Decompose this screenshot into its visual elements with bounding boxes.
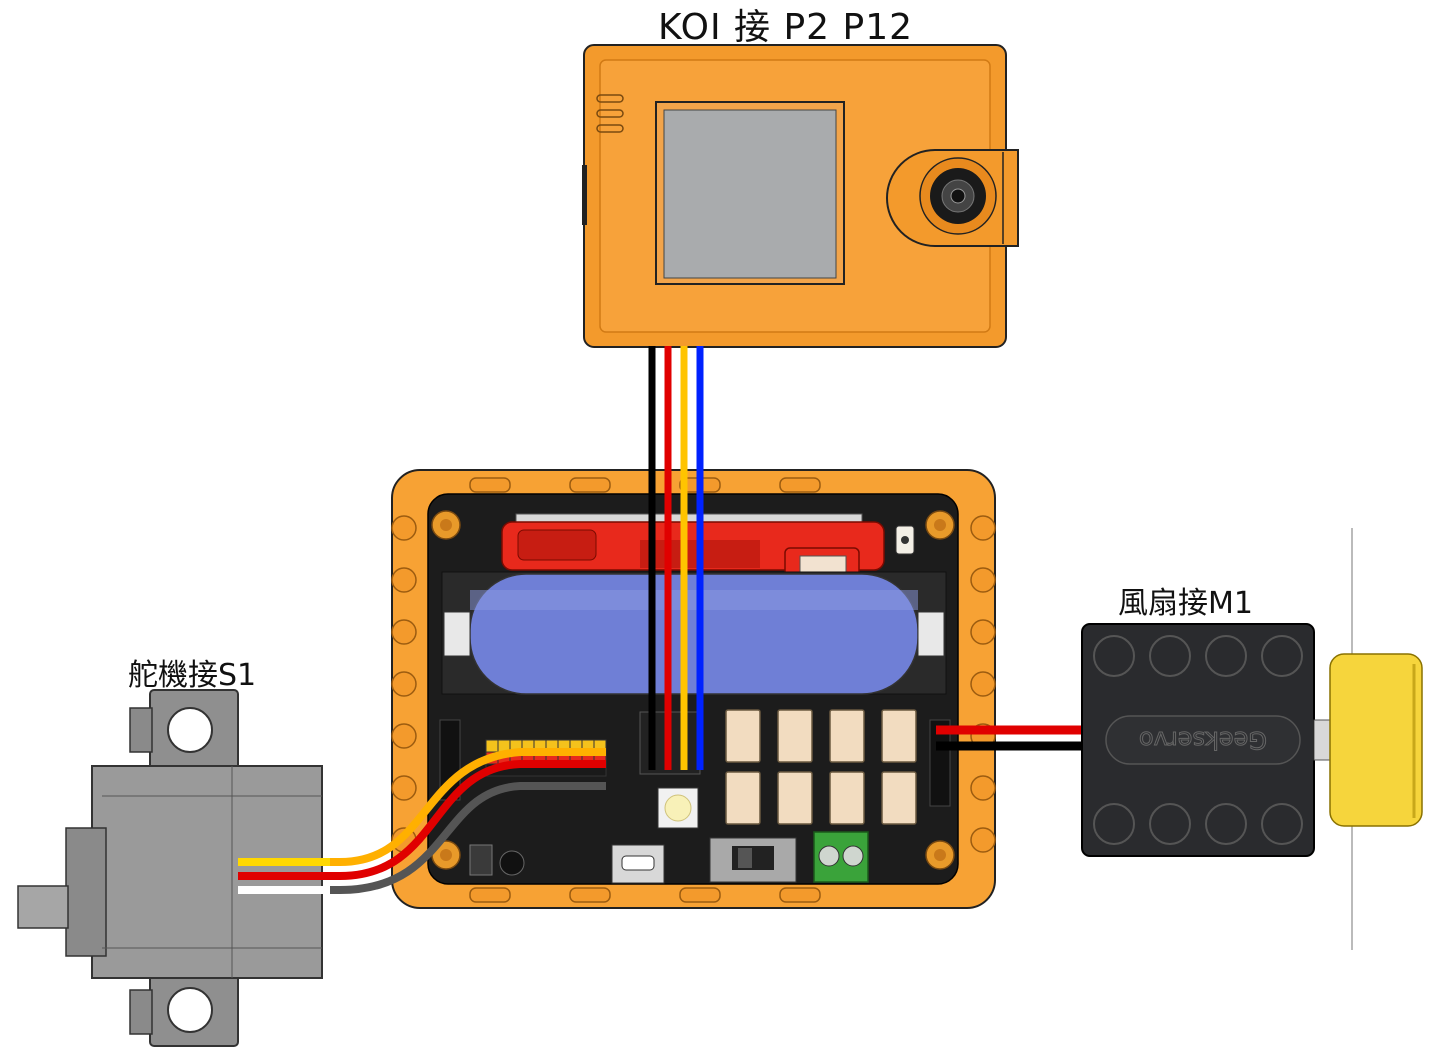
jst-ports [725,709,917,825]
screw-terminal [813,831,869,883]
fan-blade [1329,653,1423,827]
vent-slots [596,94,624,133]
servo-connection-label: 舵機接S1 [128,658,257,693]
usb-port-icon [611,844,665,884]
expansion-board [391,469,996,909]
koi-module [582,44,1019,348]
led-icon [657,787,699,829]
camera-lens-icon [886,149,1019,247]
power-switch-icon [709,837,797,883]
fan-connection-label: 風扇接M1 [1118,586,1253,621]
koi-wires [648,346,704,770]
servo-motor [17,689,323,1047]
koi-screen [663,109,837,279]
fan-brand-text: Geekservo [1139,726,1267,754]
fan-motor: Geekservo [936,528,1423,950]
koi-connection-label: KOI 接 P2 P12 [657,7,914,48]
servo-wires [238,748,606,894]
